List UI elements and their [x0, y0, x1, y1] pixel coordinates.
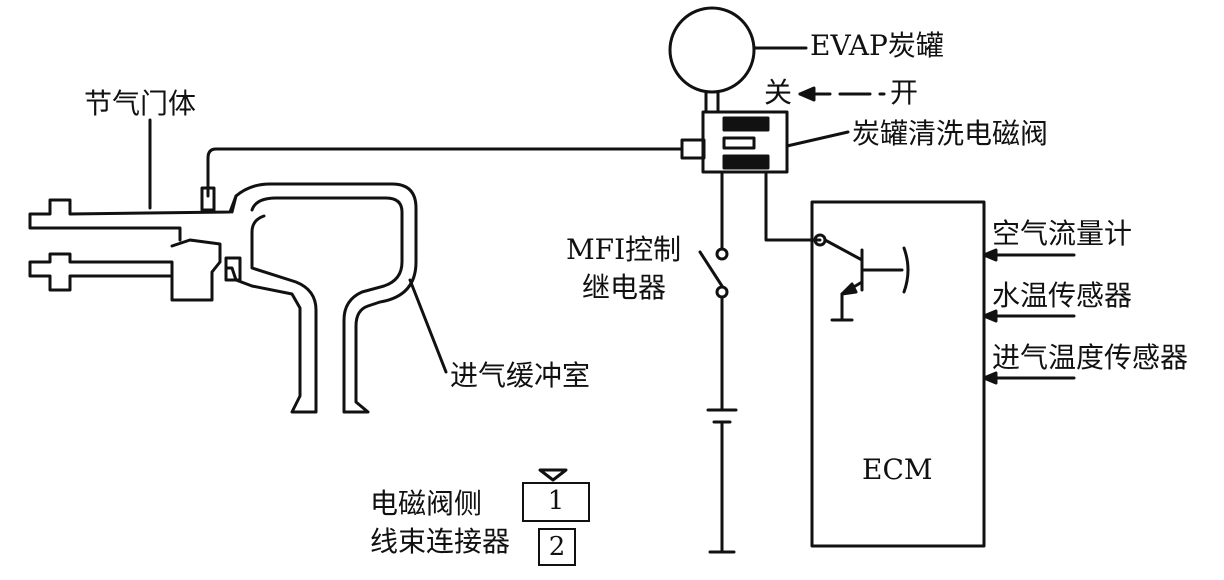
purge-solenoid-leader-line — [785, 130, 850, 148]
valve-to-ecm-wire — [764, 170, 822, 242]
intake-plenum-outer — [234, 182, 418, 414]
purge-solenoid-label: 炭罐清洗电磁阀 — [852, 117, 1049, 150]
intake-air-temp-sensor-label: 进气温度传感器 — [992, 341, 1189, 374]
connector-pin-1: 1 — [522, 482, 590, 522]
connector-key-triangle — [538, 468, 568, 482]
intake-plenum-label: 进气缓冲室 — [450, 359, 591, 392]
purge-solenoid-coil-top — [722, 116, 770, 132]
throttle-body-purge-port — [200, 186, 216, 212]
intake-plenum-connector — [224, 256, 242, 282]
valve-close-label: 关 — [764, 76, 793, 109]
throttle-body-label: 节气门体 — [84, 87, 197, 120]
evap-canister-symbol — [668, 6, 756, 94]
ecm-label: ECM — [862, 453, 933, 486]
purge-valve-inlet-port — [680, 138, 706, 160]
evap-canister-label: EVAP炭罐 — [810, 29, 944, 62]
connector-label-line1: 电磁阀侧 — [370, 487, 483, 520]
intake-plenum-leader-line — [408, 278, 448, 374]
relay-switch-arm — [698, 250, 724, 288]
relay-contact-top — [715, 247, 729, 261]
intake-plenum-inner — [224, 214, 318, 414]
coolant-temp-sensor-label: 水温传感器 — [992, 279, 1133, 312]
valve-open-label: 开 — [890, 76, 919, 109]
ecm-transistor-collector-wire — [823, 238, 864, 262]
throttle-valve-assembly — [170, 238, 222, 302]
mfi-relay-label-line1: MFI控制 — [566, 233, 682, 266]
mfi-relay-label-line2: 继电器 — [582, 271, 667, 304]
connector-pin-2: 2 — [538, 528, 576, 566]
coolant-temp-arrowhead — [982, 309, 998, 323]
air-flow-meter-label: 空气流量计 — [992, 217, 1133, 250]
purge-solenoid-coil-bottom — [722, 154, 770, 170]
close-arrowhead — [798, 86, 816, 102]
ecm-input-bracket — [902, 246, 910, 294]
connector-label-line2: 线束连接器 — [370, 525, 511, 558]
ecm-emitter-arrowhead — [840, 282, 858, 296]
purge-hose — [206, 147, 684, 198]
throttle-body-upper — [28, 194, 238, 242]
air-flow-meter-arrowhead — [982, 248, 998, 262]
throttle-body-lower — [28, 252, 174, 292]
purge-solenoid-coil-mid — [722, 136, 756, 150]
ecm-box — [810, 200, 986, 548]
intake-air-temp-arrowhead — [982, 371, 998, 385]
